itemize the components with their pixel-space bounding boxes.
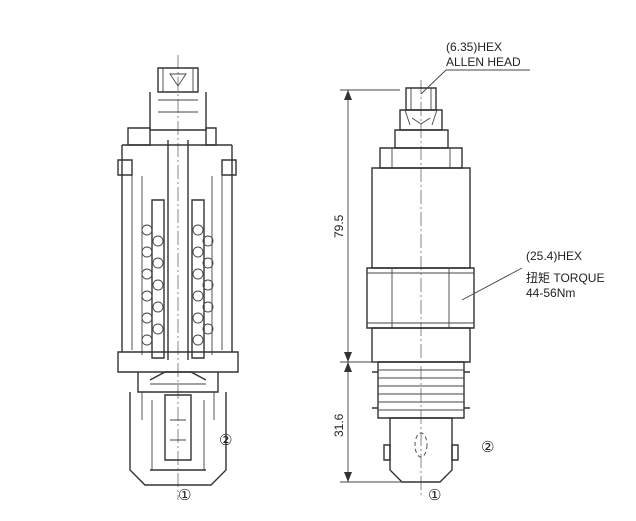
exterior-view: ② ① 79.5 31.6 (6.35)HEX ALLEN HEAD (25.4… (332, 40, 604, 504)
exterior-port-1-label: ① (428, 486, 441, 504)
hex-size-label: (25.4)HEX (526, 249, 582, 263)
torque-value-label: 44-56Nm (526, 286, 575, 300)
section-view: ② ① (117, 55, 239, 504)
dimension-31-6: 31.6 (332, 413, 346, 437)
torque-label: 扭矩 TORQUE (526, 271, 604, 285)
allen-head-size-label: (6.35)HEX (446, 40, 502, 54)
allen-head-label: ALLEN HEAD (446, 55, 521, 69)
section-port-2-label: ② (219, 431, 232, 449)
exterior-port-2-label: ② (481, 438, 494, 456)
dimension-lines (340, 89, 402, 483)
section-port-1-label: ① (178, 486, 191, 504)
dimension-79-5: 79.5 (332, 214, 346, 238)
